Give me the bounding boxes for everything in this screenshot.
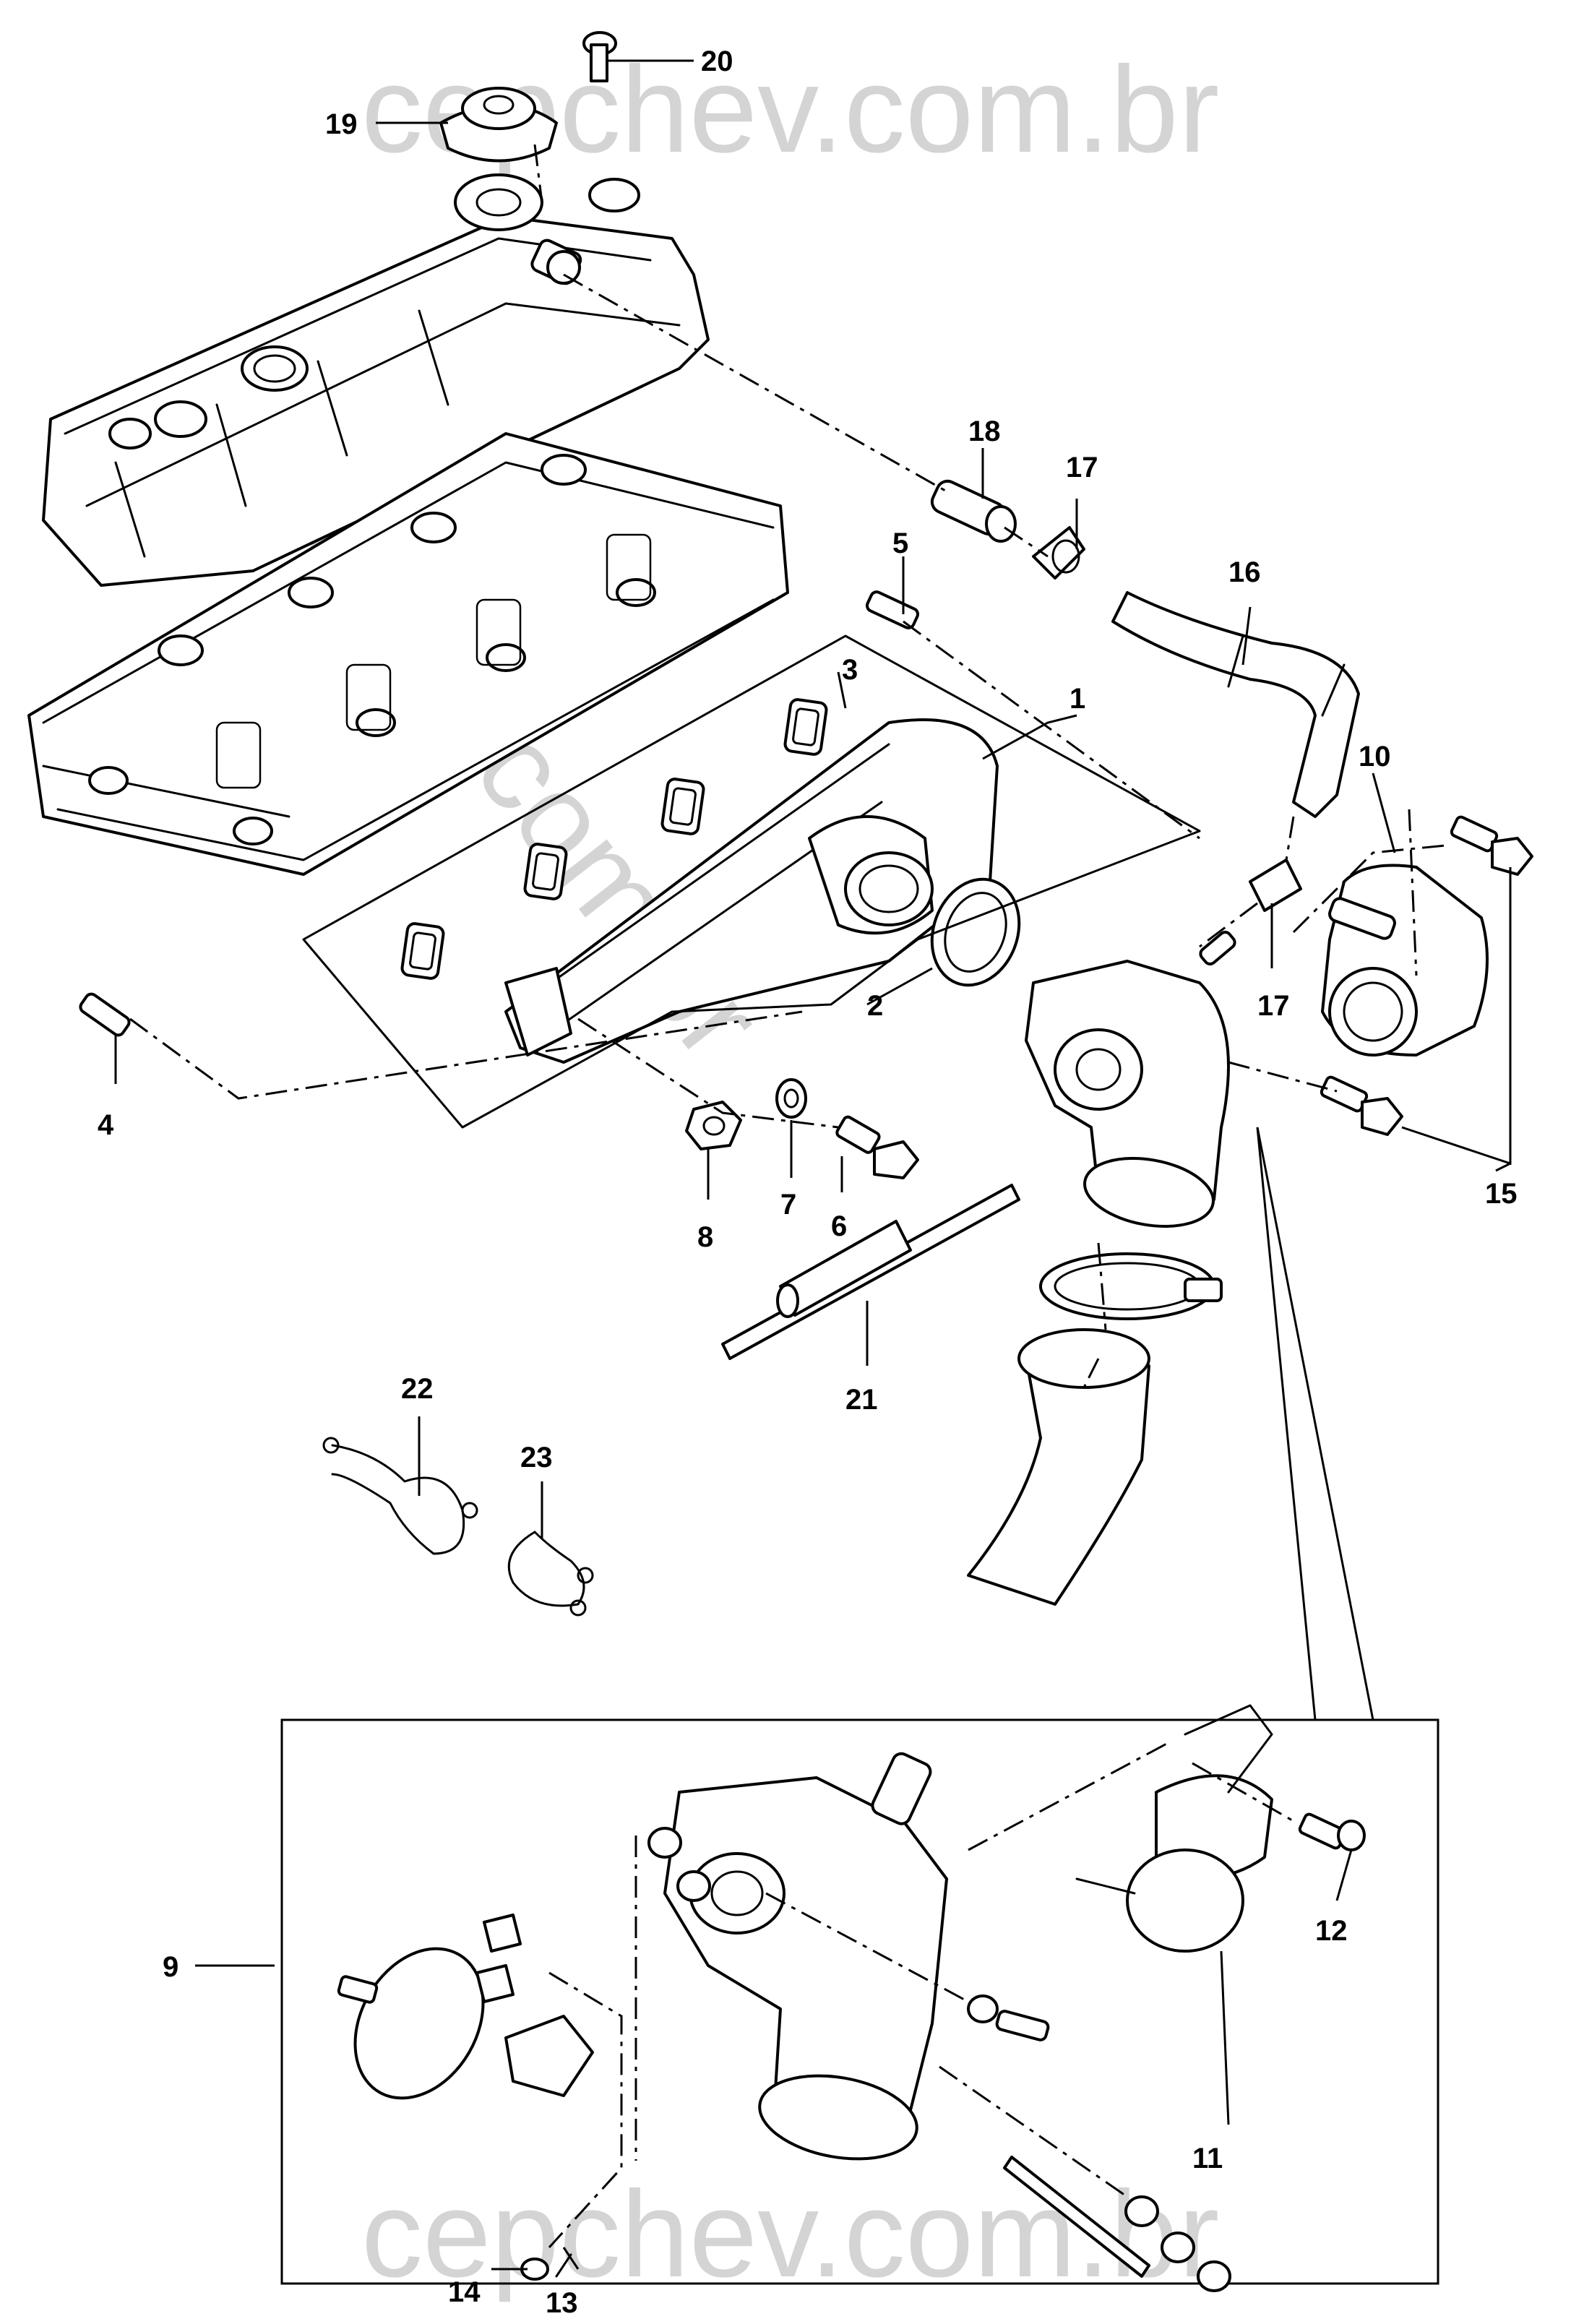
washer-7	[775, 1078, 807, 1119]
exhaust-manifold-1	[504, 718, 999, 1064]
wire-clip-23	[507, 1531, 594, 1617]
clamp-17b	[1249, 858, 1302, 912]
callout-13: 13	[546, 2287, 578, 2319]
rod-21	[721, 1184, 1020, 1360]
water-outlet-10	[1321, 864, 1489, 1056]
manifold-group-outline	[302, 634, 1201, 1129]
wire-clip-22	[322, 1437, 478, 1555]
callout-16: 16	[1228, 556, 1261, 588]
fitting-18	[930, 479, 1017, 543]
callout-12: 12	[1315, 1915, 1348, 1947]
bolt-15-upper	[1450, 815, 1533, 876]
callout-20: 20	[701, 46, 733, 77]
hose-16	[1111, 591, 1360, 818]
alignment-lines	[129, 144, 1446, 1388]
callout-21: 21	[845, 1384, 878, 1416]
callout-3: 3	[842, 654, 858, 686]
clamp-17a	[1032, 526, 1085, 580]
nut-8	[685, 1101, 742, 1150]
elbow-hose	[967, 1328, 1150, 1606]
stud-4	[79, 992, 131, 1037]
inset-detail-9	[280, 1127, 1439, 2292]
screw-20	[582, 31, 617, 82]
callout-6: 6	[831, 1210, 847, 1242]
callout-10: 10	[1359, 741, 1391, 772]
callout-14: 14	[448, 2276, 481, 2308]
bolt-15-lower	[1320, 1075, 1403, 1136]
bolt-6	[835, 1115, 919, 1179]
callout-11: 11	[1192, 2143, 1223, 2174]
callout-9: 9	[163, 1951, 178, 1983]
callout-7: 7	[780, 1189, 796, 1221]
callout-15: 15	[1485, 1178, 1518, 1210]
callout-1: 1	[1069, 683, 1085, 715]
watermark-bottom: cepchev.com.br	[361, 2166, 1219, 2303]
callout-leaders	[114, 59, 1512, 2271]
valve-cover	[42, 173, 710, 587]
cap-19	[439, 87, 558, 163]
callout-8: 8	[697, 1221, 713, 1253]
callout-labels: 1 2 3 4 5 6 7 8 9 10 11 12 13 14 15 16 1…	[98, 46, 1518, 2319]
callout-23: 23	[520, 1442, 553, 1473]
hose-clamp	[1039, 1252, 1223, 1320]
stud-5	[865, 590, 920, 629]
callout-18: 18	[968, 416, 1001, 447]
callout-22: 22	[401, 1373, 434, 1405]
callout-5: 5	[892, 528, 908, 559]
manifold-gaskets-3	[400, 698, 828, 980]
callout-2: 2	[867, 990, 883, 1022]
gasket-2	[930, 877, 1021, 987]
callout-4: 4	[98, 1109, 114, 1141]
cylinder-head	[27, 432, 789, 876]
callout-19: 19	[325, 108, 358, 140]
callout-17a: 17	[1066, 452, 1098, 483]
callout-17b: 17	[1257, 990, 1290, 1022]
egr-valve-assembly-9	[1025, 931, 1236, 1228]
